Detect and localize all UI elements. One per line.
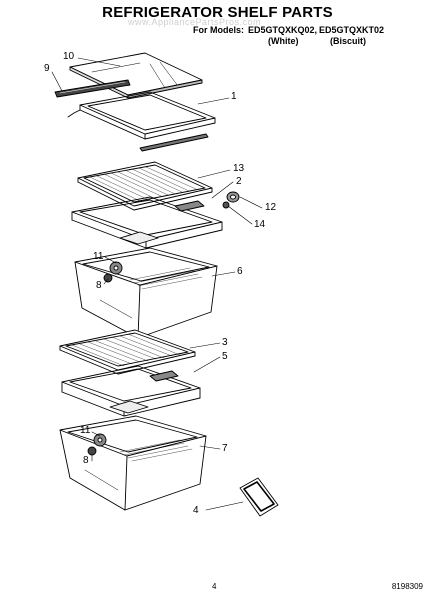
leader-lines xyxy=(51,57,263,511)
callout-2: 2 xyxy=(236,176,242,187)
glass-shelf-part xyxy=(69,52,203,99)
upper-crisper-drawer-part xyxy=(74,247,218,339)
front-trim-part xyxy=(54,79,131,98)
page-number: 4 xyxy=(212,582,217,591)
model-b: ED5GTQXKT02 xyxy=(319,25,385,35)
callout-3: 3 xyxy=(222,337,228,348)
callout-4: 4 xyxy=(193,505,199,516)
callout-11-lower: 11 xyxy=(80,425,91,436)
callout-7: 7 xyxy=(222,443,228,454)
grated-cover-part xyxy=(77,161,213,211)
callout-6: 6 xyxy=(237,266,243,277)
color-b: (Biscuit) xyxy=(330,36,366,46)
models-label: For Models: xyxy=(193,25,244,35)
color-a: (White) xyxy=(268,36,299,46)
model-a: ED5GTQXKQ02, xyxy=(248,25,318,35)
crisper-cover-frame-part xyxy=(71,196,223,249)
callout-10: 10 xyxy=(63,51,75,62)
model-info: For Models: ED5GTQXKQ02, ED5GTQXKT02 (Wh… xyxy=(158,25,384,47)
callout-1: 1 xyxy=(231,91,237,102)
callout-11-upper: 11 xyxy=(93,251,104,262)
callout-14: 14 xyxy=(254,219,266,230)
callout-12: 12 xyxy=(265,202,277,213)
shelf-frame-part xyxy=(67,91,216,152)
lower-crisper-drawer-part xyxy=(59,415,207,511)
callout-8-lower: 8 xyxy=(83,455,89,466)
lower-cover-frame-part xyxy=(61,365,201,417)
callout-8-upper: 8 xyxy=(96,280,102,291)
callout-9: 9 xyxy=(44,63,50,74)
clip-hardware-part xyxy=(222,191,240,209)
callout-5: 5 xyxy=(222,351,228,362)
lower-grated-cover-part xyxy=(59,329,196,375)
label-insert-part xyxy=(239,477,279,517)
watermark: www.AppliancePartsPros.com xyxy=(128,17,262,27)
page-title: REFRIGERATOR SHELF PARTS xyxy=(102,4,333,21)
document-number: 8198309 xyxy=(391,582,423,591)
callout-13: 13 xyxy=(233,163,245,174)
